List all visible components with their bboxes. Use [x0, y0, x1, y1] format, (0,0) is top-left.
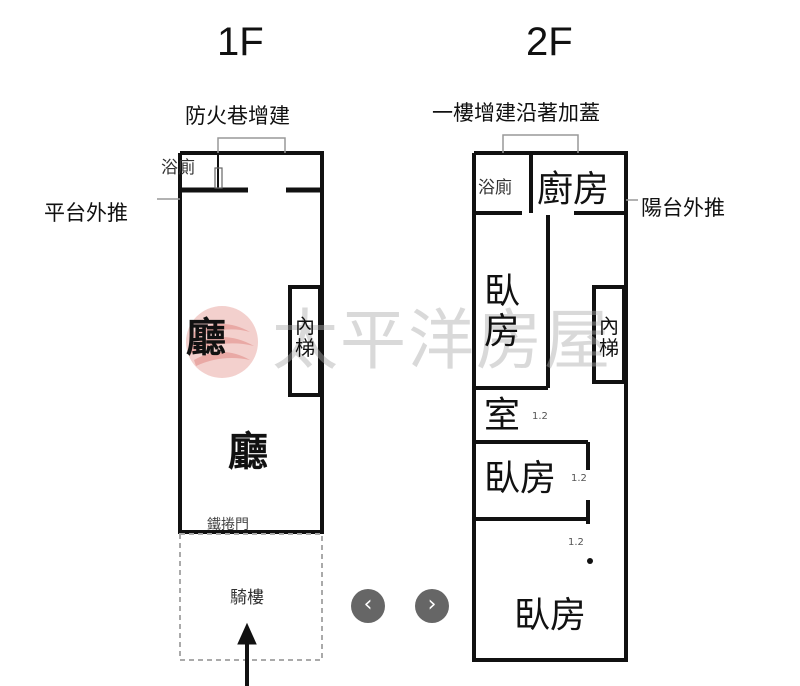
floor-2-bath-label: 浴廁	[478, 178, 512, 198]
floor-2-partitions	[476, 153, 624, 524]
floor-1-bath-label: 浴廁	[161, 158, 195, 178]
floor-2-guides	[502, 134, 638, 201]
watermark-logo-icon	[186, 306, 258, 378]
floor-1-addition-note: 防火巷增建	[185, 104, 290, 128]
floor-2-bedroom-2-label: 臥房	[484, 458, 557, 499]
chevron-left-icon: ‹	[363, 592, 373, 617]
floor-1-windows	[214, 167, 223, 189]
floor-2-title: 2F	[526, 20, 573, 64]
floor-1-living-lower-label: 廳	[228, 429, 268, 475]
floor-2-bedroom-1-label: 臥房	[484, 271, 521, 352]
floor-2-addition-note: 一樓增建沿著加蓋	[432, 101, 600, 125]
floor-1-arcade-label: 騎樓	[230, 588, 264, 608]
floor-1-stairs-label: 內梯	[295, 314, 315, 360]
floor-2-dot	[587, 558, 593, 564]
prev-button[interactable]: ‹	[351, 589, 385, 623]
floor-2-dim-1: 1.2	[532, 411, 548, 422]
chevron-right-icon: ›	[427, 592, 437, 617]
floor-1-gate-label: 鐵捲門	[207, 517, 249, 533]
floor-2-dim-2: 1.2	[571, 473, 587, 484]
floor-2-balcony-note: 陽台外推	[641, 196, 725, 220]
next-button[interactable]: ›	[415, 589, 449, 623]
floor-1-guides	[157, 137, 286, 200]
floor-2-bedroom-3-label: 臥房	[514, 595, 587, 636]
floor-2-dim-3: 1.2	[568, 537, 584, 548]
floor-1-arcade-outline	[179, 533, 323, 661]
floor-2-stairs-box	[592, 285, 626, 384]
floor-2-kitchen-label: 廚房	[537, 169, 610, 210]
entrance-arrow	[237, 622, 257, 686]
floor-1-platform-note: 平台外推	[44, 201, 128, 225]
floor-2-walls	[472, 151, 628, 662]
floor-1-walls	[178, 151, 324, 534]
floor-1-title: 1F	[217, 20, 264, 64]
watermark-text: 太平洋房屋	[272, 302, 612, 379]
floor-1-stairs-box	[288, 285, 322, 397]
floor-2-stairs-label: 內梯	[599, 314, 619, 360]
floor-2-room-label: 室	[484, 395, 521, 436]
floor-1-living-upper-label: 廳	[186, 315, 226, 361]
